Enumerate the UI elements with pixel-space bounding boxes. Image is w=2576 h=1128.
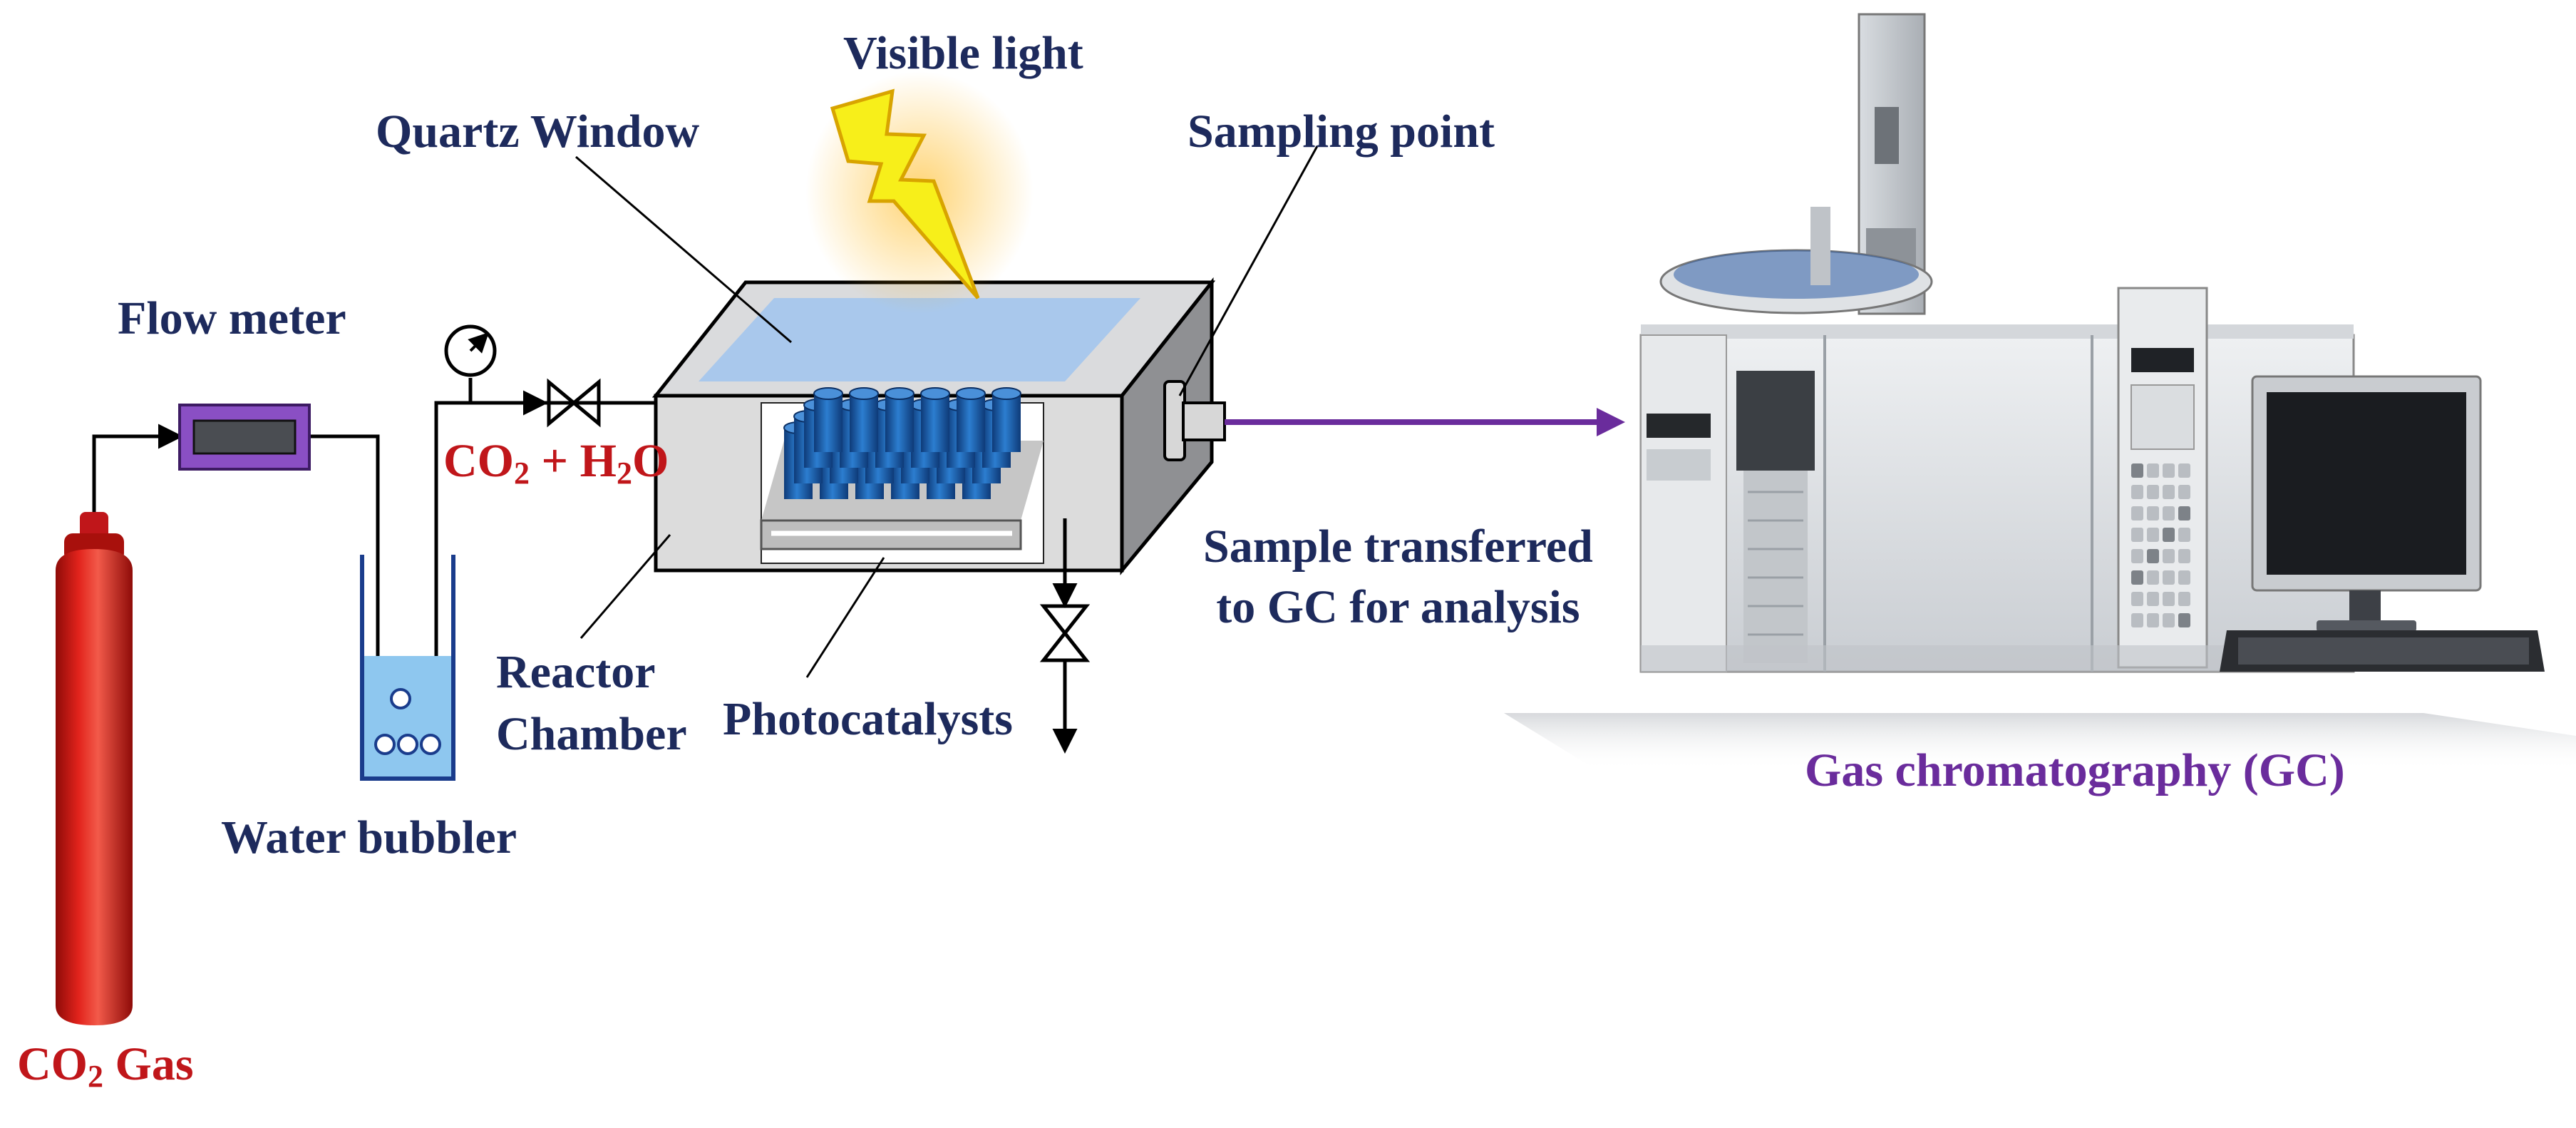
gas-lines (92, 401, 656, 692)
gc-key (2178, 485, 2190, 499)
gc-key (2163, 613, 2175, 627)
gc-key (2178, 592, 2190, 606)
gc-key (2131, 506, 2143, 521)
gc-key (2163, 592, 2175, 606)
gc-key (2147, 592, 2159, 606)
keyboard (2220, 630, 2545, 672)
gc-key (2147, 485, 2159, 499)
water-bubbler (360, 555, 455, 781)
gc-key (2147, 528, 2159, 542)
co2-cylinder (56, 512, 133, 1025)
gc-key (2178, 528, 2190, 542)
co2-h2o-label: CO2 + H2O (443, 435, 669, 491)
gc-key (2178, 570, 2190, 585)
flow-meter (178, 404, 311, 471)
gc-key (2131, 613, 2143, 627)
gc-key (2147, 463, 2159, 478)
photocatalyst-tube (956, 387, 986, 452)
photocatalyst-tube (885, 387, 915, 452)
gc-key (2163, 506, 2175, 521)
inlet-valve-icon (513, 378, 601, 428)
reactor-chamber-label: Reactor Chamber (496, 646, 687, 761)
photocatalyst-tubes (783, 387, 1021, 499)
outlet-valve-icon (1039, 518, 1091, 754)
lightning-bolt-icon (805, 71, 1034, 314)
gc-key (2131, 549, 2143, 563)
sampling-port (1163, 380, 1226, 461)
gc-key (2147, 570, 2159, 585)
gc-key (2178, 613, 2190, 627)
gc-key (2131, 570, 2143, 585)
gc-key (2131, 592, 2143, 606)
gc-key (2131, 485, 2143, 499)
gc-key (2163, 570, 2175, 585)
gc-key (2131, 463, 2143, 478)
computer-monitor (2251, 375, 2482, 632)
pressure-gauge-icon (444, 324, 497, 403)
gc-key (2163, 463, 2175, 478)
gc-key (2163, 528, 2175, 542)
sampling-point-label: Sampling point (1187, 106, 1495, 158)
photocatalyst-tube (813, 387, 843, 452)
photocatalyst-tube (849, 387, 879, 452)
gc-keypad (2131, 463, 2190, 627)
gc-key (2147, 506, 2159, 521)
photocatalyst-tube (920, 387, 950, 452)
gc-key (2163, 485, 2175, 499)
gc-key (2178, 463, 2190, 478)
gc-key (2131, 528, 2143, 542)
photocatalysts-label: Photocatalysts (723, 693, 1013, 745)
gc-key (2178, 549, 2190, 563)
gc-key (2147, 613, 2159, 627)
gc-key (2147, 549, 2159, 563)
co2-gas-label: CO2 Gas (17, 1038, 194, 1094)
water-bubbler-label: Water bubbler (221, 811, 517, 863)
gas-chromatography-label: Gas chromatography (GC) (1805, 744, 2345, 796)
flow-meter-label: Flow meter (118, 292, 346, 344)
gc-key (2163, 549, 2175, 563)
gc-key (2178, 506, 2190, 521)
visible-light-label: Visible light (843, 27, 1083, 79)
quartz-window-label: Quartz Window (376, 106, 700, 158)
sample-transferred-label: Sample transferred to GC for analysis (1203, 521, 1593, 634)
leader-lines (575, 145, 1319, 678)
photocatalyst-tube (991, 387, 1021, 452)
